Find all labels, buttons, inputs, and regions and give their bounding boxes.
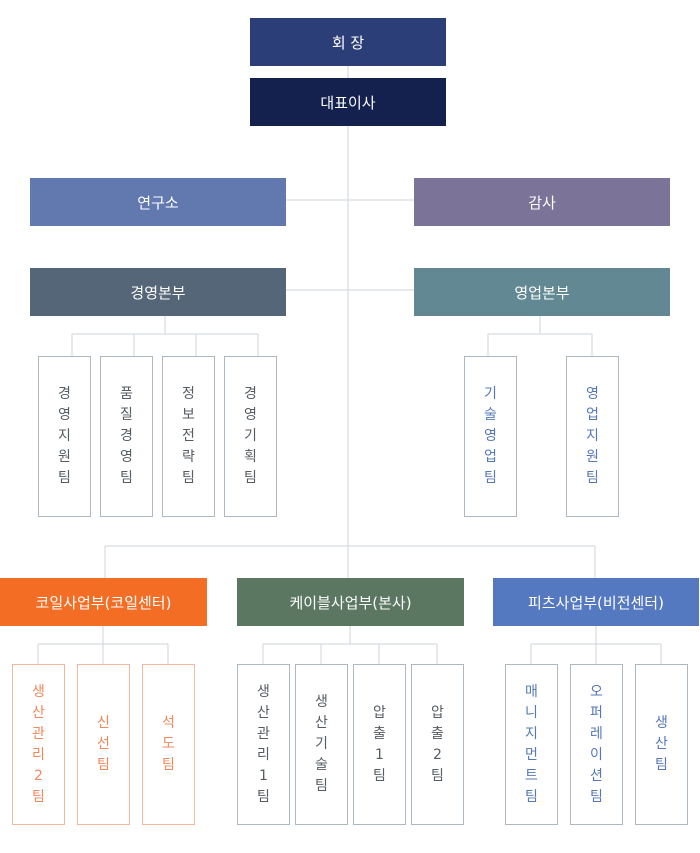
team-label: 품질경영팀	[120, 386, 133, 486]
team-wire-drawing: 신선팀	[77, 664, 130, 825]
management-hq-box: 경영본부	[30, 268, 286, 316]
team-production: 생산팀	[635, 664, 688, 825]
team-label: 생산팀	[655, 715, 668, 773]
team-management-planning: 경영기획팀	[224, 356, 277, 517]
team-label: 경영지원팀	[58, 386, 71, 486]
team-extrusion-2: 압출2팀	[411, 664, 464, 825]
chairman-box: 회 장	[250, 18, 446, 66]
team-label: 기술영업팀	[484, 386, 497, 486]
team-management: 매니지먼트팀	[505, 664, 558, 825]
audit-box: 감사	[414, 178, 670, 226]
team-label: 신선팀	[97, 715, 110, 773]
team-production-management-1: 생산관리1팀	[237, 664, 290, 825]
coil-division-box: 코일사업부(코일센터)	[0, 578, 207, 626]
lab-box: 연구소	[30, 178, 286, 226]
cable-division-box: 케이블사업부(본사)	[237, 578, 464, 626]
team-label: 생산기술팀	[315, 694, 328, 794]
team-label: 오퍼레이션팀	[590, 683, 603, 805]
team-label: 정보전략팀	[182, 386, 195, 486]
team-operations: 오퍼레이션팀	[570, 664, 623, 825]
team-production-technology: 생산기술팀	[295, 664, 348, 825]
team-technical-sales: 기술영업팀	[464, 356, 517, 517]
team-extrusion-1: 압출1팀	[353, 664, 406, 825]
team-label: 압출1팀	[373, 704, 386, 784]
pitch-division-box: 피츠사업부(비전센터)	[493, 578, 699, 626]
team-label: 영업지원팀	[586, 386, 599, 486]
team-sales-support: 영업지원팀	[566, 356, 619, 517]
team-information-strategy: 정보전략팀	[162, 356, 215, 517]
team-label: 석도팀	[162, 715, 175, 773]
team-production-management-2: 생산관리2팀	[12, 664, 65, 825]
sales-hq-box: 영업본부	[414, 268, 670, 316]
team-management-support: 경영지원팀	[38, 356, 91, 517]
ceo-box: 대표이사	[250, 78, 446, 126]
team-label: 생산관리2팀	[32, 683, 45, 805]
team-label: 압출2팀	[431, 704, 444, 784]
team-label: 경영기획팀	[244, 386, 257, 486]
team-label: 생산관리1팀	[257, 683, 270, 805]
team-label: 매니지먼트팀	[525, 683, 538, 805]
team-quality-management: 품질경영팀	[100, 356, 153, 517]
team-tinplate: 석도팀	[142, 664, 195, 825]
